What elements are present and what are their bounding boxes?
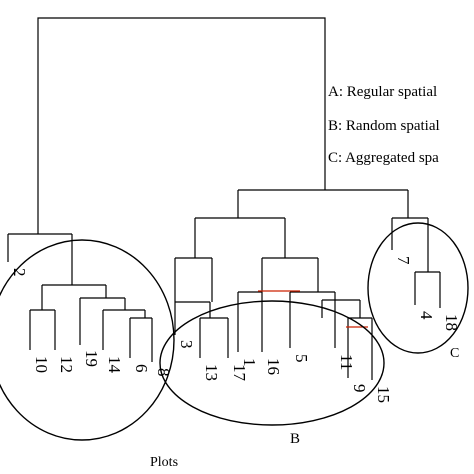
dendrogram-tree [7, 17, 441, 380]
cluster-b-ellipse [159, 300, 385, 426]
leaf-label-19: 19 [82, 350, 101, 367]
leaf-label-16: 16 [264, 358, 283, 375]
leaf-label-3: 3 [177, 340, 196, 349]
cluster-b-link-3 [174, 301, 211, 335]
cluster-c-ellipse [367, 222, 469, 354]
cluster-c-leaf-pair-4-18 [414, 271, 441, 308]
leaf-label-13: 13 [202, 364, 221, 381]
cluster-b-left-link [174, 257, 213, 302]
leaf-label-10: 10 [32, 356, 51, 373]
cluster-a-leaf-pair-6-8 [129, 317, 153, 362]
leaf-label-14: 14 [105, 356, 124, 374]
legend-item-b: B: Random spatial [328, 118, 440, 134]
x-axis-label: Plots [150, 455, 178, 470]
cluster-a-link-14-6-8 [102, 309, 146, 350]
root-link [37, 17, 326, 234]
right-branch-link [237, 189, 409, 218]
legend-item-a: A: Regular spatial [328, 84, 437, 100]
leaf-label-18: 18 [442, 314, 461, 331]
leaf-label-11: 11 [337, 354, 356, 370]
legend-item-c: C: Aggregated spa [328, 150, 439, 166]
cluster-a-sub-link [41, 284, 107, 310]
leaf-label-15: 15 [374, 386, 393, 403]
group-label-b: B [290, 431, 300, 447]
cluster-b-link-1-16 [237, 291, 263, 352]
leaf-label-2: 2 [10, 268, 29, 277]
leaf-label-6: 6 [132, 364, 151, 373]
leaf-label-17: 17 [230, 364, 249, 382]
leaf-label-9: 9 [350, 384, 369, 393]
cluster-a-ellipse [0, 239, 175, 441]
cluster-b-link-9-15 [321, 299, 361, 318]
leaf-label-12: 12 [57, 356, 76, 373]
leaf-label-8: 8 [154, 368, 173, 377]
red-highlight-line [258, 290, 368, 328]
leaf-label-1: 1 [240, 358, 259, 367]
cluster-b-leaf-pair-9-15 [347, 317, 373, 380]
cluster-b-leaf-pair-13-17 [199, 317, 229, 358]
cluster-b-link [194, 217, 286, 258]
leaf-label-4: 4 [417, 311, 436, 320]
cluster-b-right-link [261, 257, 319, 292]
cluster-a-link [7, 233, 73, 285]
cluster-c-link [391, 217, 429, 272]
group-label-c: C [450, 346, 459, 361]
leaf-label-5: 5 [292, 354, 311, 363]
cluster-a-leaf-pair-10-12 [29, 309, 56, 350]
cluster-a-link-19 [79, 297, 126, 345]
leaf-label-7: 7 [394, 256, 413, 265]
